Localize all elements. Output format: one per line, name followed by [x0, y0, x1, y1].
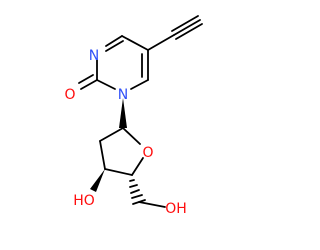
bond-c5p-o5p — [138, 201, 166, 208]
wedge-bond-n1-c1prime — [119, 98, 127, 128]
bond-n1-c2 — [96, 79, 116, 90]
bond-triple-2 — [171, 15, 199, 32]
bond-n3-c4-double — [105, 40, 124, 52]
bond-o4p-c1p — [122, 127, 141, 145]
ethynyl-group — [147, 15, 203, 51]
bond-c4-c5 — [121, 35, 149, 51]
bond-n3-c4 — [105, 35, 123, 47]
atom-n-top: N — [89, 48, 99, 64]
hash-bond-c4p-c5p — [129, 179, 146, 205]
wedge-bond-c3p-oh — [90, 169, 105, 192]
structure-canvas: N N O O HO OH — [64, 15, 203, 217]
molecule-structure: N N O O HO OH — [64, 15, 203, 217]
bond-c2p-c3p — [99, 140, 106, 170]
bond-c2-o — [80, 79, 98, 90]
bond-c2-o-double — [78, 74, 94, 84]
atom-hydroxyl-right: OH — [165, 201, 187, 217]
atom-hydroxyl-left: HO — [73, 193, 95, 209]
atom-n-bottom: N — [118, 87, 128, 103]
atom-o-ring: O — [142, 145, 153, 161]
bond-c1p-c2p — [99, 127, 124, 142]
bond-triple-1 — [173, 19, 201, 36]
bond-c3p-c4p — [104, 168, 133, 176]
bond-triple-3 — [175, 23, 203, 40]
pyrimidinone-ring — [78, 35, 149, 90]
bond-c4p-o4p — [131, 157, 144, 176]
atom-o-carbonyl: O — [64, 87, 75, 103]
bond-c6-n1 — [130, 79, 149, 90]
bond-c5-csp — [147, 34, 175, 51]
deoxyribose-ring — [99, 127, 144, 176]
